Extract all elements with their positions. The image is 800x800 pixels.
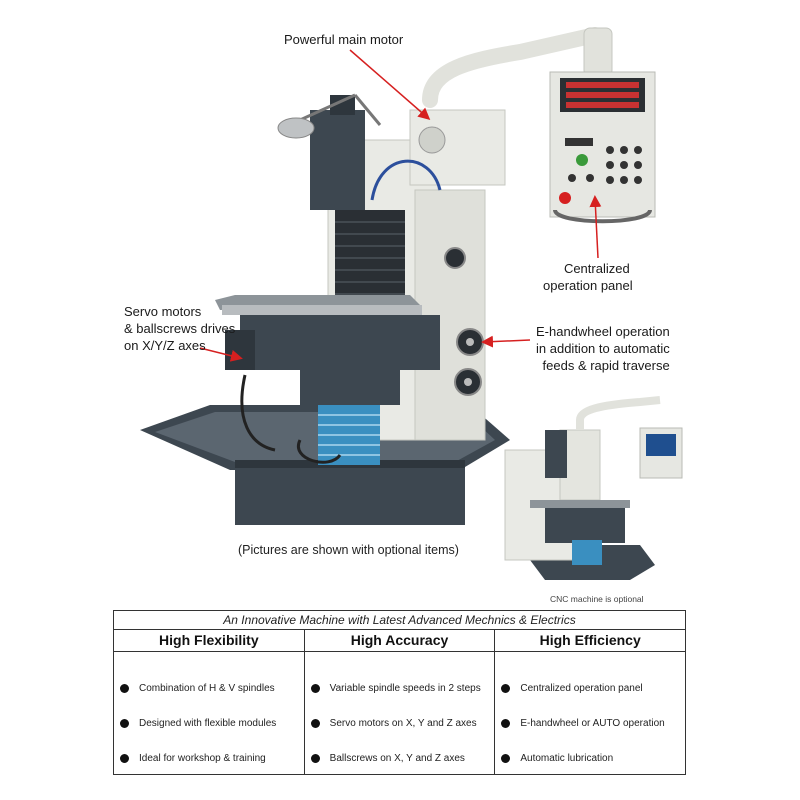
- list-item: Variable spindle speeds in 2 steps: [305, 671, 495, 706]
- caption-cnc-optional: CNC machine is optional: [550, 594, 644, 604]
- list-item: Automatic lubrication: [495, 741, 685, 776]
- cnc-machine-illustration: [504, 396, 683, 580]
- milling-machine-illustration: [140, 27, 683, 580]
- feature-table: An Innovative Machine with Latest Advanc…: [113, 610, 686, 775]
- bullet-icon: [120, 754, 129, 763]
- bullet-icon: [501, 754, 511, 763]
- list-item: E-handwheel or AUTO operation: [495, 706, 685, 741]
- list-item: Ideal for workshop & training: [114, 741, 304, 776]
- bullet-icon: [310, 684, 320, 693]
- callout-e-handwheel: E-handwheel operation in addition to aut…: [536, 324, 670, 373]
- column-high-efficiency: High Efficiency Centralized operation pa…: [495, 630, 686, 776]
- column-title: High Efficiency: [495, 630, 686, 652]
- column-high-flexibility: High Flexibility Combination of H & V sp…: [114, 630, 305, 775]
- main-machine: [140, 27, 613, 525]
- callout-operation-panel: Centralized operation panel: [543, 261, 633, 293]
- list-item: Ballscrews on X, Y and Z axes: [305, 741, 495, 776]
- bullet-icon: [310, 719, 320, 728]
- bullet-icon: [120, 719, 129, 728]
- callout-servo-motors: Servo motors & ballscrews drives on X/Y/…: [124, 304, 236, 353]
- list-item: Designed with flexible modules: [114, 706, 304, 741]
- bullet-icon: [501, 684, 511, 693]
- bullet-icon: [120, 684, 129, 693]
- column-high-accuracy: High Accuracy Variable spindle speeds in…: [304, 630, 496, 776]
- caption-optional-items: (Pictures are shown with optional items): [238, 543, 459, 557]
- column-title: High Accuracy: [304, 630, 495, 652]
- list-item: Servo motors on X, Y and Z axes: [305, 706, 495, 741]
- list-item: Centralized operation panel: [495, 671, 685, 706]
- list-item: Combination of H & V spindles: [114, 671, 304, 706]
- column-title: High Flexibility: [114, 630, 304, 652]
- bullet-icon: [310, 754, 320, 763]
- control-panel: [549, 71, 656, 224]
- table-heading: An Innovative Machine with Latest Advanc…: [114, 611, 685, 630]
- callout-arrows: [199, 49, 602, 362]
- callout-main-motor: Powerful main motor: [284, 32, 404, 47]
- bullet-icon: [501, 719, 511, 728]
